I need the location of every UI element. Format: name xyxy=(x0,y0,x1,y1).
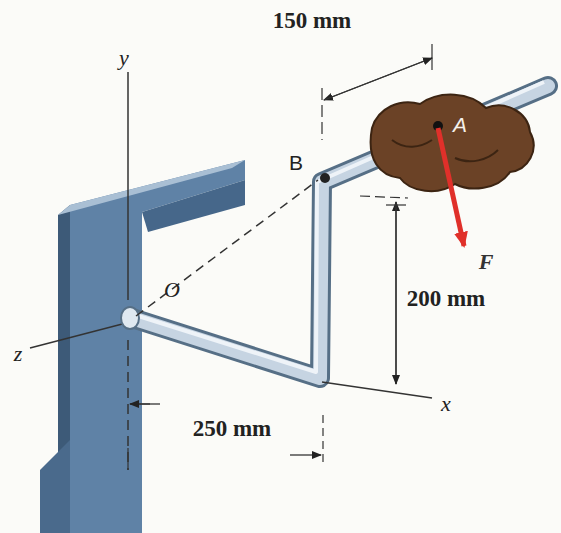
z-axis xyxy=(30,322,130,348)
dimension-line xyxy=(395,202,396,384)
dimension-label: 200 mm xyxy=(405,286,488,311)
axis-label: x xyxy=(439,392,453,416)
y-axis xyxy=(127,340,129,470)
extension-line xyxy=(321,88,322,140)
extension-line xyxy=(431,44,432,70)
y-axis xyxy=(127,72,129,300)
hand xyxy=(371,95,534,191)
wall-shadow xyxy=(142,180,245,232)
dimension-line xyxy=(324,58,432,100)
origin-label: O xyxy=(162,278,182,302)
extension-line xyxy=(322,415,323,462)
position-line xyxy=(136,180,318,316)
extension-line xyxy=(127,448,128,470)
dimension-label: 250 mm xyxy=(191,416,274,441)
extension-line xyxy=(360,196,408,198)
dimension-line xyxy=(290,454,321,455)
dimension-label: 150 mm xyxy=(271,8,354,33)
point-label: A xyxy=(451,113,469,136)
axis-label: y xyxy=(117,46,131,70)
dimension-line xyxy=(324,58,432,100)
dimension-line xyxy=(395,202,396,384)
dimension-line xyxy=(130,403,160,404)
point-label: B xyxy=(287,151,305,174)
rod-end xyxy=(121,307,139,329)
force-arrow xyxy=(438,128,464,246)
x-axis xyxy=(322,382,432,398)
force-label: F xyxy=(477,250,496,274)
wall-base xyxy=(40,440,70,533)
point-b xyxy=(320,173,330,183)
axis-label: z xyxy=(12,342,25,366)
extension-line xyxy=(386,204,406,205)
rod-highlight xyxy=(132,82,544,372)
